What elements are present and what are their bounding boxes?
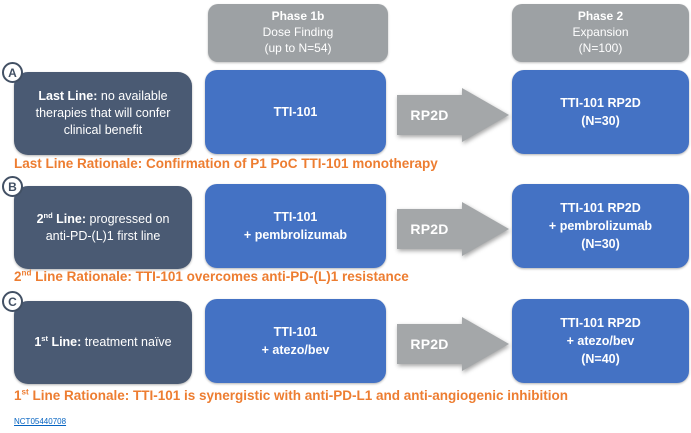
phase1b-header-subtitle: Dose Finding — [262, 25, 334, 40]
cohort-letter-badge: B — [2, 176, 23, 197]
rp2d-arrow-label: RP2D — [397, 324, 462, 364]
phase2-header-subtitle: Expansion — [572, 25, 629, 40]
treatment-line: TTI-101 — [273, 324, 318, 339]
population-text: progressed on anti-PD-(L)1 first line — [45, 211, 170, 243]
rp2d-arrow: RP2D — [397, 317, 509, 371]
treatment-line: + pembrolizumab — [548, 218, 653, 233]
phase1b-treatment-box: TTI-101 + atezo/bev — [205, 299, 386, 383]
rationale-last-line: Last Line Rationale: Confirmation of P1 … — [14, 156, 438, 171]
population-sup: st — [41, 333, 48, 343]
treatment-line: TTI-101 RP2D — [560, 95, 641, 110]
phase1b-treatment-box: TTI-101 — [205, 70, 386, 154]
cohort-letter-badge: A — [2, 62, 23, 83]
treatment-line: TTI-101 RP2D — [560, 315, 641, 330]
population-box: 1st Line: treatment naïve — [14, 301, 192, 384]
treatment-line: TTI-101 RP2D — [560, 200, 641, 215]
treatment-line: TTI-101 — [273, 104, 318, 119]
nct-link[interactable]: NCT05440708 — [14, 417, 67, 426]
rp2d-arrow-label: RP2D — [397, 209, 462, 249]
phase2-treatment-box: TTI-101 RP2D (N=30) — [512, 70, 689, 154]
rp2d-arrow: RP2D — [397, 88, 509, 142]
rp2d-arrow: RP2D — [397, 202, 509, 256]
cohort-row-a: A Last Line: no available therapies that… — [0, 62, 691, 157]
phase1b-header-title: Phase 1b — [271, 9, 325, 24]
population-box: Last Line: no available therapies that w… — [14, 72, 192, 155]
phase2-treatment-box: TTI-101 RP2D + pembrolizumab (N=30) — [512, 184, 689, 268]
phase1b-header-n: (up to N=54) — [264, 40, 332, 55]
rp2d-arrow-head-icon — [462, 202, 509, 256]
phase2-header-n: (N=100) — [578, 40, 623, 55]
treatment-n: (N=30) — [581, 114, 620, 128]
population-text: treatment naïve — [81, 335, 172, 350]
cohort-row-b: B 2nd Line: progressed on anti-PD-(L)1 f… — [0, 176, 691, 271]
phase1b-header: Phase 1b Dose Finding (up to N=54) — [208, 4, 388, 62]
treatment-line: TTI-101 — [273, 209, 318, 224]
treatment-n: (N=30) — [581, 237, 620, 252]
cohort-letter-badge: C — [2, 291, 23, 312]
treatment-line: + atezo/bev — [261, 343, 330, 357]
population-bold: 2 — [36, 211, 44, 226]
rp2d-arrow-label: RP2D — [397, 95, 462, 135]
population-text: no available therapies that will confer … — [35, 89, 171, 137]
treatment-n: (N=40) — [581, 352, 620, 367]
phase2-header: Phase 2 Expansion (N=100) — [512, 4, 689, 62]
population-sup: nd — [43, 210, 53, 220]
rp2d-arrow-head-icon — [462, 317, 509, 371]
population-bold: 1 — [34, 335, 42, 350]
population-bold: Last Line: — [38, 89, 98, 104]
rp2d-arrow-head-icon — [462, 88, 509, 142]
population-bold2: Line: — [52, 211, 87, 226]
rationale-1st-line: 1st Line Rationale: TTI-101 is synergist… — [14, 387, 569, 403]
population-bold2: Line: — [47, 335, 82, 350]
cohort-row-c: C 1st Line: treatment naïve TTI-101 + at… — [0, 291, 691, 386]
phase2-treatment-box: TTI-101 RP2D + atezo/bev (N=40) — [512, 299, 689, 383]
population-box: 2nd Line: progressed on anti-PD-(L)1 fir… — [14, 186, 192, 269]
treatment-line: + atezo/bev — [566, 333, 635, 348]
phase2-header-title: Phase 2 — [577, 9, 624, 24]
rationale-2nd-line: 2nd Line Rationale: TTI-101 overcomes an… — [14, 268, 409, 284]
treatment-line: + pembrolizumab — [243, 228, 348, 242]
phase1b-treatment-box: TTI-101 + pembrolizumab — [205, 184, 386, 268]
